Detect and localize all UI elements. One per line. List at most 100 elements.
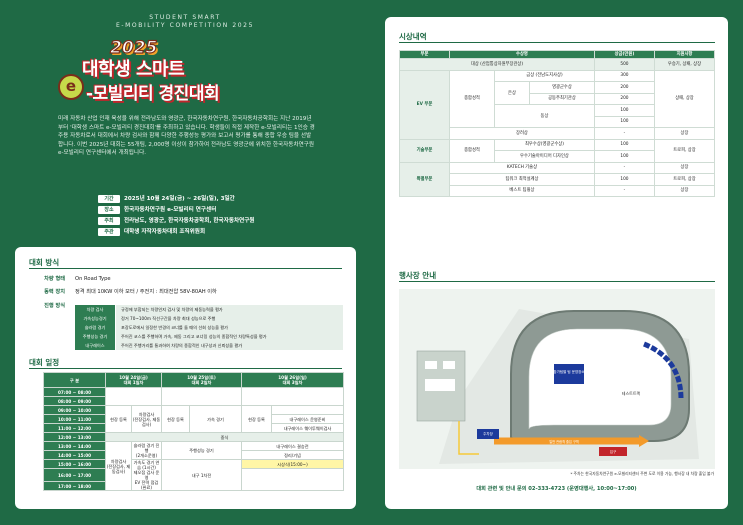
building-block [425,379,455,391]
time-slot: 11:00 ~ 12:00 [43,423,106,433]
prize-cell: 100 [593,115,655,128]
prize-cell: 300 [593,69,655,82]
info-label: 주최 [98,217,120,225]
schedule-cell: 주행성능 경기 [161,441,242,460]
prize-cell: 종합성적 [448,69,495,128]
info-value: 전라남도, 영광군, 한국자동차공학회, 한국자동차연구원 [124,218,255,224]
schedule-cell [161,387,242,406]
schedule-cell: 내구레이스 운영준비 [271,414,344,424]
time-slot: 16:00 ~ 17:00 [43,468,106,482]
time-slot: 10:00 ~ 11:00 [43,414,106,424]
schedule-cell: 가속 경기 [189,405,242,433]
method-schedule-card: 대회 방식 차량 형태 On Road Type 동력 장치 정격 최대 10K… [15,247,356,509]
eyebrow-line2: E-MOBILITY COMPETITION 2025 [115,22,255,29]
program-value: 주어진 주행거리를 통과하여 차량의 종합적인 내구성과 신뢰성을 평가 [116,341,343,350]
schedule-cell [241,387,344,406]
prize-header: 수상명 [448,50,595,59]
program-value: 주어진 코스를 주행하며 가속, 제동 그리고 코너링 성능의 종합적인 차량특… [116,332,343,341]
schedule-cell [271,405,344,415]
venue-map: 참가팀별 팀 운영장소 테스트트랙 일반 관람객 출입 구역 주차장 입구 [399,289,715,469]
divider [399,281,715,282]
prize-cell: - [593,184,655,197]
prize-cell: 100 [593,138,655,151]
prize-category: 기술부문 [399,138,450,163]
program-key: 가속성능경기 [75,314,115,323]
program-value: 포장도로에서 일정한 반경의 코너를 돌 때의 선회 성능을 평가 [116,323,343,332]
access-road [458,421,479,455]
lunch-cell: 중식 [105,432,344,442]
prize-cell: 100 [593,104,655,117]
prize-cell: 영광군수상 [528,81,595,94]
divider [399,42,715,43]
logo-title-line1: 대학생 스마트 [82,59,185,80]
prize-cell: 대상 (산업통상자원부장관상) [399,58,595,71]
time-slot: 09:00 ~ 10:00 [43,405,106,415]
schedule-cell [105,387,162,406]
time-slot: 12:00 ~ 13:00 [43,432,106,442]
venue-title: 행사장 안내 [399,271,437,280]
prize-cell: KATECH 기술상 [448,161,595,174]
prize-cell: 우승기, 상패, 상장 [653,58,716,71]
page-gutter [370,0,385,525]
prize-cell: 상패, 상장 [653,69,716,128]
pit-zone [554,364,584,384]
parking-zone [477,429,499,439]
schedule-cell: 현장 등록 [161,405,190,433]
prize-category: EV 부문 [399,69,450,140]
program-value: 정거 70~100m 직선구간을 차량 최대 성능으로 주행 [116,314,343,323]
method-value: 정격 최대 10KW 이하 모터 / 주전지 : 최대전압 58V-80AH 이… [75,289,217,295]
parking-note: * 주차는 한국자동차연구원 e-모빌리티센터 주변 도로 이용 가능, 행사장… [570,471,714,476]
info-organizer: 주관 대학생 자작자동차대회 조직위원회 [98,228,328,236]
prize-cell: 500 [593,58,655,71]
building-block [425,361,437,369]
schedule-cell: 내구레이스 결승전 [241,441,344,451]
award-cell: 시상식(15:00~) [241,459,344,469]
event-logo: 2025 대학생 스마트 e -모빌리티 경진대회 [40,37,330,104]
prize-cell: 장려상 [448,127,595,140]
divider [29,268,342,269]
time-slot: 07:00 ~ 08:00 [43,387,106,397]
prize-cell: 100 [593,173,655,186]
track-label: 테스트트랙 [622,390,641,396]
prize-cell: 공동주최기관상 [528,92,595,105]
info-label: 주관 [98,228,120,236]
prize-header: 부문 [399,50,450,59]
info-host: 주최 전라남도, 영광군, 한국자동차공학회, 한국자동차연구원 [98,217,328,225]
intro-paragraph: 미래 자동차 산업 인재 육성을 위해 전라남도와 영광군, 한국자동차연구원,… [58,116,315,157]
info-label: 장소 [98,206,120,214]
parking-label: 주차장 [483,431,493,436]
schedule-cell: 정리/기념 [241,450,344,460]
schedule-header-day2: 10월 25일(토)대회 2일차 [161,372,242,388]
program-key: 슬라럼 경기 [75,323,115,332]
time-slot: 08:00 ~ 09:00 [43,396,106,406]
schedule-title: 대회 일정 [29,358,60,367]
time-slot: 17:00 ~ 18:00 [43,481,106,491]
schedule-cell: 슬라럼 경기 진행(2개소운영) [131,441,162,460]
schedule-table: 구 분 10월 24일(금)대회 1일차 10월 25일(토)대회 2일차 10… [43,372,344,491]
prize-cell: 상장 [653,161,716,174]
track-route [643,341,684,400]
schedule-cell: 차량검사(전장검사, 제동검사) [105,441,132,491]
prize-cell: 금상 (전남도지사상) [493,69,595,82]
program-key: 차량 검사 [75,305,115,314]
entrance-zone [599,447,627,456]
schedule-header-day1: 10월 24일(금)대회 1일차 [105,372,162,388]
info-venue: 장소 한국자동차연구원 e-모빌리티 연구센터 [98,206,328,214]
time-slot: 13:00 ~ 14:00 [43,441,106,451]
divider [29,368,342,369]
logo-year: 2025 [109,37,158,58]
prize-cell: 팀워크 최적설계상 [448,173,595,186]
info-period: 기간 2025년 10월 24일(금) ~ 26일(일), 3일간 [98,195,328,203]
prize-cell: 최우수상(영광군수상) [493,138,595,151]
program-key: 주행성능 경기 [75,332,115,341]
info-value: 한국자동차연구원 e-모빌리티 연구센터 [124,207,217,213]
program-value: 규정에 부합되는 차량인지 검사 및 차량의 제동능력을 평가 [116,305,343,314]
route-label: 일반 관람객 출입 구역 [549,439,578,444]
program-key: 내구레이스 [75,341,115,350]
prize-cell: 베스트 팀윙상 [448,184,595,197]
